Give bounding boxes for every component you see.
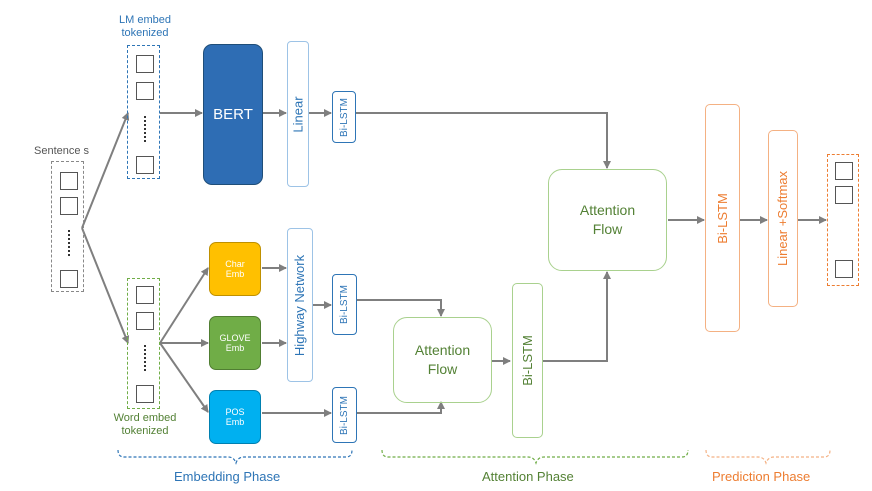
bilstm-label: Bi-LSTM: [338, 97, 350, 137]
pos-bilstm-to-attention-arrow: [357, 401, 445, 414]
bert-block: BERT: [203, 44, 263, 185]
top-bilstm-to-attention-arrow: [356, 112, 611, 169]
sentence-token-column: [51, 161, 84, 292]
lm-embed-label-line2: tokenized: [121, 26, 169, 39]
bilstm-label: Bi-LSTM: [715, 192, 730, 244]
bilstm-block-highway: Bi-LSTM: [332, 274, 357, 335]
char-emb-label-line1: Char: [225, 259, 245, 269]
pos-emb-block: POS Emb: [209, 390, 261, 444]
bilstm-label: Bi-LSTM: [339, 285, 350, 324]
token-cell: [835, 162, 853, 180]
token-cell: [835, 186, 853, 204]
pos-emb-label-line1: POS: [225, 407, 245, 417]
linear-softmax-block: Linear +Softmax: [768, 130, 798, 307]
lm-token-column: [127, 45, 160, 179]
attention-phase-label: Attention Phase: [482, 469, 574, 484]
lm-embed-label: LM embed tokenized: [112, 14, 178, 39]
char-emb-label-line2: Emb: [225, 269, 245, 279]
token-cell: [136, 286, 154, 304]
ellipsis-dots: [68, 230, 80, 256]
word-embed-label: Word embed tokenized: [108, 412, 182, 437]
ellipsis-dots: [144, 345, 156, 371]
bilstm-block-top: Bi-LSTM: [332, 91, 356, 143]
word-token-column: [127, 278, 160, 409]
char-emb-block: Char Emb: [209, 242, 261, 296]
embedding-phase-label: Embedding Phase: [174, 469, 281, 484]
bilstm-to-attention-arrow: [357, 299, 445, 317]
attention-flow-label-line2: Flow: [427, 361, 458, 377]
sentence-to-word-arrow: [81, 227, 130, 344]
prediction-phase-label: Prediction Phase: [712, 469, 811, 484]
lm-embed-label-line1: LM embed: [119, 14, 171, 26]
pos-emb-label-line2: Emb: [225, 417, 245, 427]
bert-label: BERT: [213, 106, 253, 123]
glove-emb-label-line1: GLOVE: [219, 333, 251, 343]
linear-block: Linear: [287, 41, 309, 187]
token-cell: [136, 156, 154, 174]
token-cell: [136, 385, 154, 403]
output-token-column: [827, 154, 859, 286]
ellipsis-dots: [144, 116, 156, 142]
word-embed-label-line1: Word embed: [113, 412, 177, 424]
word-to-char-arrow: [159, 267, 209, 344]
linear-softmax-label: Linear +Softmax: [775, 170, 791, 267]
bilstm-label: Bi-LSTM: [520, 335, 535, 386]
word-to-pos-arrow: [159, 342, 209, 413]
token-cell: [60, 197, 78, 215]
attention-flow-label-line1: Attention: [414, 342, 471, 359]
bilstm-block-pos: Bi-LSTM: [332, 387, 357, 443]
highway-network-label: Highway Network: [292, 254, 308, 356]
attention-flow-block-upper: Attention Flow: [548, 169, 667, 271]
linear-label: Linear: [290, 95, 306, 133]
word-embed-label-line2: tokenized: [121, 424, 169, 437]
mid-bilstm-to-attention-arrow: [543, 271, 611, 362]
attention-flow-block-lower: Attention Flow: [393, 317, 492, 403]
sentence-to-lm-arrow: [81, 112, 130, 229]
prediction-phase-brace: [705, 449, 831, 465]
sentence-label: Sentence s: [34, 145, 90, 157]
token-cell: [835, 260, 853, 278]
token-cell: [60, 270, 78, 288]
embedding-phase-brace: [117, 449, 353, 465]
token-cell: [136, 55, 154, 73]
attention-phase-brace: [381, 449, 689, 465]
token-cell: [136, 82, 154, 100]
glove-emb-block: GLOVE Emb: [209, 316, 261, 370]
bilstm-block-middle: Bi-LSTM: [512, 283, 543, 438]
token-cell: [136, 312, 154, 330]
token-cell: [60, 172, 78, 190]
attention-flow-label-line2: Flow: [592, 221, 623, 237]
glove-emb-label-line2: Emb: [225, 343, 245, 353]
bilstm-label: Bi-LSTM: [339, 395, 350, 435]
bilstm-block-prediction: Bi-LSTM: [705, 104, 740, 332]
attention-flow-label-line1: Attention: [579, 202, 636, 219]
highway-network-block: Highway Network: [287, 228, 313, 382]
